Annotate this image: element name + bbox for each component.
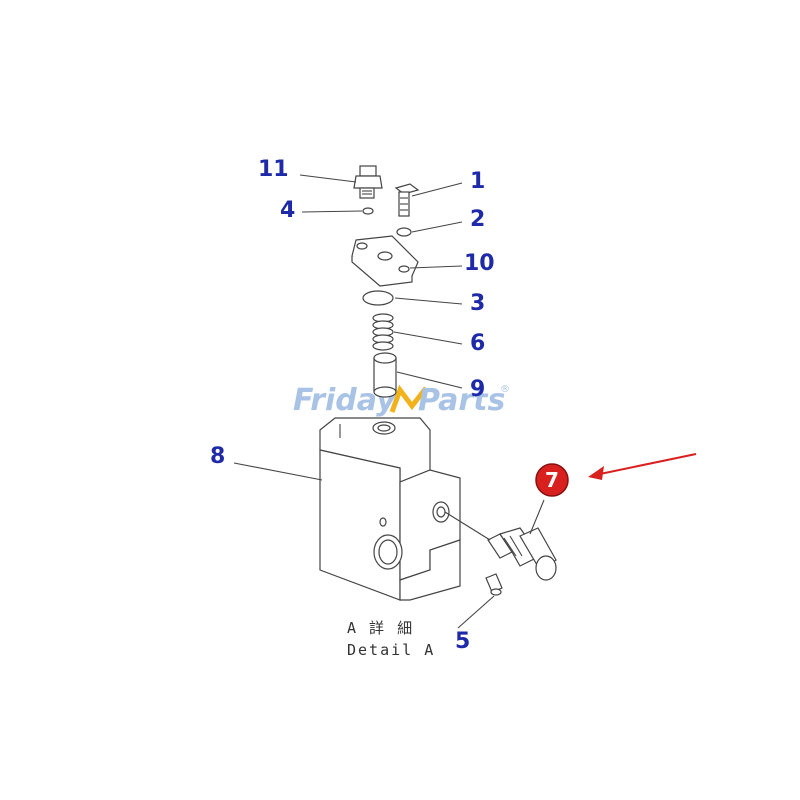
callout-9: 9	[470, 377, 485, 402]
leader-lines	[233, 174, 545, 629]
part-4-o-ring	[362, 207, 374, 215]
part-11-fitting	[353, 165, 383, 199]
watermark-logo-mark	[389, 384, 428, 413]
part-1-bolt	[394, 183, 420, 217]
callout-labels: 11 4 1 2 10 3 6 9 8 5	[210, 157, 495, 654]
callout-4: 4	[280, 198, 295, 223]
part-5-plug	[485, 573, 503, 596]
callout-2: 2	[470, 207, 485, 232]
part-9-sleeve	[373, 352, 397, 398]
caption-japanese: A 詳 細	[347, 619, 414, 637]
highlight-arrow	[588, 453, 697, 480]
callout-5: 5	[455, 629, 470, 654]
part-3-o-ring	[362, 290, 394, 306]
callout-7: 7	[545, 468, 559, 492]
part-8-valve-block	[319, 417, 461, 601]
watermark-text-parts: Parts	[418, 383, 505, 418]
callout-8: 8	[210, 444, 225, 469]
part-7-cartridge-valve	[487, 527, 557, 581]
callout-1: 1	[470, 169, 485, 194]
caption-english: Detail A	[347, 641, 435, 659]
callout-3: 3	[470, 291, 485, 316]
detail-caption: A 詳 細 Detail A	[347, 619, 435, 659]
callout-10: 10	[464, 251, 495, 276]
part-6-spring	[372, 313, 394, 351]
watermark-registered-mark: ®	[500, 384, 510, 395]
highlight-badge-7: 7	[535, 463, 569, 497]
callout-6: 6	[470, 331, 485, 356]
part-10-flange	[351, 235, 419, 287]
part-2-washer	[396, 227, 412, 237]
callout-11: 11	[258, 157, 289, 182]
